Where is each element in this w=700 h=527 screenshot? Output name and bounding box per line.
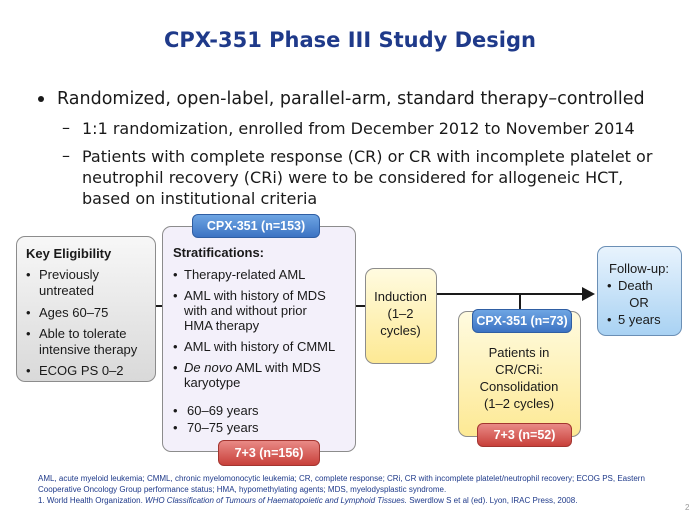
eligibility-box: Key Eligibility • Previously untreated •… [16, 236, 156, 382]
bullet-sub-2-line1: Patients with complete response (CR) or … [82, 147, 653, 166]
footnote-ref-title: WHO Classification of Tumours of Haemato… [145, 496, 407, 505]
age-item: • [173, 403, 178, 418]
strat-item-text: AML with history of CMML [184, 339, 336, 354]
eligibility-item-text: ECOG PS 0–2 [39, 363, 124, 378]
induction-box: Induction (1–2 cycles) [365, 268, 437, 364]
arrow-head-icon [582, 287, 595, 301]
page-title: CPX-351 Phase III Study Design [164, 28, 536, 52]
eligibility-item-text: untreated [39, 283, 94, 298]
connector-to-consolidation [519, 293, 521, 311]
stratifications-box: Stratifications: • Therapy-related AML •… [162, 226, 356, 452]
arm-cpx-top: CPX-351 (n=153) [192, 214, 320, 238]
eligibility-item: • [26, 305, 31, 320]
eligibility-item: • [26, 326, 31, 341]
eligibility-item-text: intensive therapy [39, 342, 138, 357]
connector-eligibility [155, 305, 163, 307]
strat-item-text-denovo: De novo AML with MDS [184, 360, 321, 375]
strat-item: • [173, 360, 178, 375]
strat-item-text: Therapy-related AML [184, 267, 306, 282]
bullet-main: Randomized, open-label, parallel-arm, st… [57, 89, 645, 109]
age-item-text: 70–75 years [187, 420, 259, 435]
stratifications-heading: Stratifications: [173, 245, 265, 260]
dash-marker: – [62, 118, 70, 137]
induction-line: Induction [374, 289, 427, 304]
strat-item-text: with and without prior [184, 303, 307, 318]
eligibility-item-text: Previously [39, 267, 99, 282]
arm-cpx-consol: CPX-351 (n=73) [472, 309, 572, 333]
induction-line: (1–2 [387, 306, 414, 321]
arm-std-consol: 7+3 (n=52) [477, 423, 572, 447]
item4-rest: AML with MDS [232, 360, 321, 375]
induction-line: cycles) [380, 323, 421, 338]
eligibility-heading: Key Eligibility [26, 246, 112, 261]
eligibility-item-text: Able to tolerate [39, 326, 127, 341]
footnote-ref-a: 1. World Health Organization. [38, 496, 146, 505]
dash-marker: – [62, 146, 70, 165]
connector-to-induction [355, 305, 365, 307]
followup-or: OR [629, 295, 649, 310]
footnote-line-3: 1. World Health Organization. WHO Classi… [38, 496, 688, 506]
followup-box: Follow-up: • Death OR • 5 years [597, 246, 682, 336]
strat-item: • [173, 339, 178, 354]
age-item-text: 60–69 years [187, 403, 259, 418]
page-number: 2 [685, 503, 690, 512]
strat-item-text: HMA therapy [184, 318, 260, 333]
age-item: • [173, 420, 178, 435]
consolidation-line: CR/CRi: [495, 362, 543, 377]
eligibility-item: • [26, 267, 31, 282]
followup-item: • [607, 278, 612, 293]
strat-item-text: AML with history of MDS [184, 288, 326, 303]
bullet-dot [38, 96, 44, 102]
followup-item-text: 5 years [618, 312, 661, 327]
followup-item: • [607, 312, 612, 327]
strat-item-text: karyotype [184, 375, 241, 390]
italic-prefix: De novo [184, 360, 233, 375]
eligibility-item: • [26, 363, 31, 378]
followup-heading: Follow-up: [609, 261, 669, 276]
footnote-line-1: AML, acute myeloid leukemia; CMML, chron… [38, 474, 645, 483]
strat-item: • [173, 288, 178, 303]
consolidation-line: Patients in [488, 345, 550, 360]
footnote-ref-c: Swerdlow S et al (ed). Lyon, IRAC Press,… [406, 496, 578, 505]
footnote-line-2: Cooperative Oncology Group performance s… [38, 485, 447, 494]
connector-to-followup [436, 293, 584, 295]
bullet-sub-2-line2: neutrophil recovery (CRi) were to be con… [82, 168, 624, 187]
consolidation-line: Consolidation [479, 379, 559, 394]
consolidation-line: (1–2 cycles) [483, 396, 555, 411]
strat-item: • [173, 267, 178, 282]
followup-item-text: Death [618, 278, 653, 293]
arm-std-bottom: 7+3 (n=156) [218, 440, 320, 466]
bullet-sub-1: 1:1 randomization, enrolled from Decembe… [82, 119, 635, 138]
eligibility-item-text: Ages 60–75 [39, 305, 109, 320]
bullet-sub-2-line3: based on institutional criteria [82, 189, 318, 208]
